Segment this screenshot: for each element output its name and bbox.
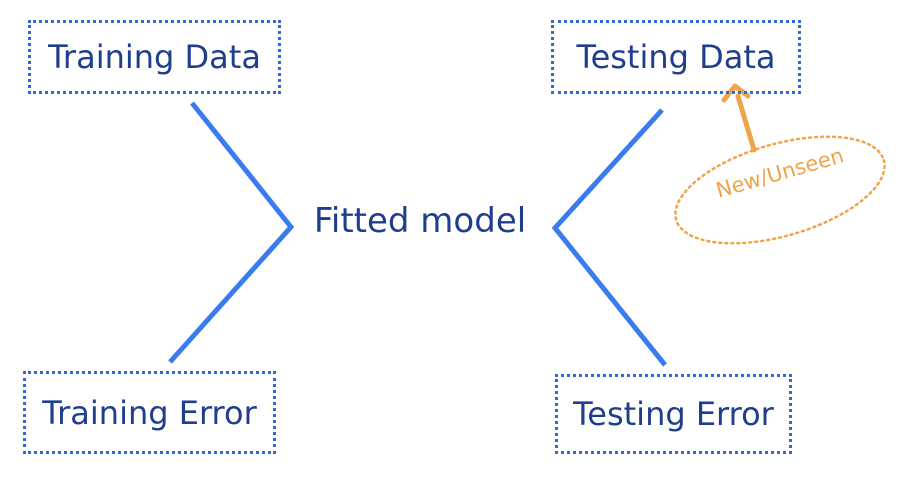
connector-training-to-model <box>168 101 295 364</box>
connector-model-to-testing <box>551 108 667 367</box>
node-training-error-label: Training Error <box>42 393 257 432</box>
node-training-data-label: Training Data <box>48 38 261 76</box>
node-testing-data: Testing Data <box>551 20 801 94</box>
node-training-error: Training Error <box>23 371 276 454</box>
node-testing-error: Testing Error <box>555 374 792 454</box>
node-testing-error-label: Testing Error <box>573 395 774 433</box>
annotation-arrow-shaft <box>735 93 757 153</box>
node-training-data: Training Data <box>28 20 281 94</box>
fitted-model-label: Fitted model <box>313 201 527 241</box>
node-testing-data-label: Testing Data <box>576 38 776 76</box>
annotation-ellipse <box>674 135 886 245</box>
